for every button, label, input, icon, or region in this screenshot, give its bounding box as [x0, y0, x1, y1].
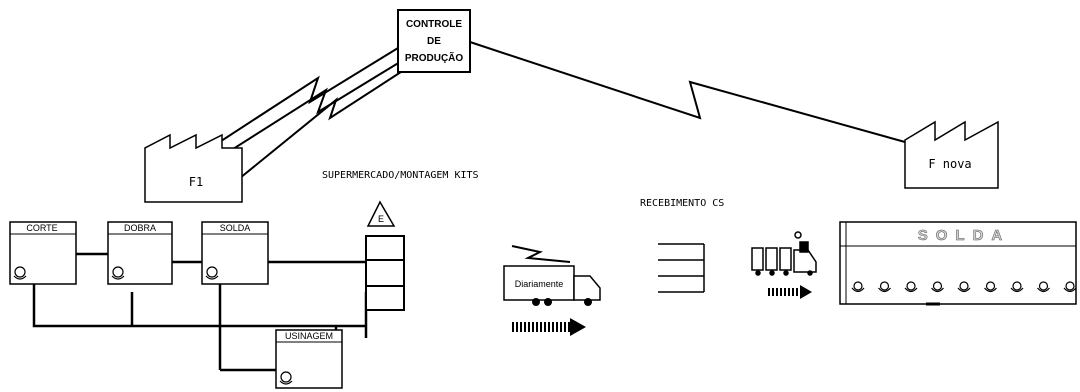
recebimento-label: RECEBIMENTO CS: [640, 198, 724, 209]
process-connections: [32, 252, 368, 372]
control-line-1: CONTROLE: [406, 19, 462, 30]
supermarket-icon: [365, 235, 405, 311]
process-corte: CORTE: [9, 221, 77, 285]
push-arrow-icon: [766, 285, 812, 299]
factory-fnova-label: F nova: [928, 157, 971, 171]
supermercado-label: SUPERMERCADO/MONTAGEM KITS: [322, 170, 479, 181]
operator-icon: [1063, 281, 1077, 293]
process-solda-label: SOLDA: [220, 223, 251, 233]
operator-icon: [931, 281, 944, 293]
operator-icon: [904, 281, 918, 293]
solda-cell: SOLDA: [839, 221, 1077, 306]
process-dobra-label: DOBRA: [124, 223, 156, 233]
cell-operators: [851, 281, 1077, 293]
process-corte-label: CORTE: [26, 223, 57, 233]
operator-icon: [205, 266, 219, 280]
control-line-3: PRODUÇÃO: [405, 51, 464, 64]
operator-icon: [13, 266, 27, 280]
operator-icon: [957, 281, 971, 293]
truck-frequency-label: Diariamente: [515, 279, 564, 289]
production-control-box: CONTROLE DE PRODUÇÃO: [397, 9, 471, 73]
operator-icon: [1037, 281, 1050, 293]
inventory-triangle-icon: E: [366, 200, 396, 227]
process-usinagem-label: USINAGEM: [285, 331, 333, 341]
operator-icon: [279, 371, 293, 385]
receiving-shelves-icon: [658, 243, 705, 293]
process-solda: SOLDA: [201, 221, 269, 285]
inventory-marker-label: E: [378, 214, 384, 224]
solda-cell-title: SOLDA: [918, 227, 1011, 244]
factory-f1-icon: [144, 133, 243, 203]
operator-icon: [1010, 281, 1024, 293]
truck-icon: Diariamente: [503, 265, 601, 306]
factory-fnova-icon: [904, 120, 999, 189]
process-usinagem: USINAGEM: [275, 329, 343, 389]
control-line-2: DE: [427, 36, 441, 47]
process-dobra: DOBRA: [107, 221, 173, 285]
info-link-control-f1: [194, 47, 405, 179]
operator-icon: [111, 266, 125, 280]
push-arrow-icon: [512, 318, 586, 336]
operator-icon: [984, 281, 997, 293]
forklift-icon: [751, 231, 817, 276]
electronic-info-arrow: [511, 245, 571, 263]
factory-f1-label: F1: [189, 175, 203, 189]
operator-icon: [878, 281, 891, 293]
info-link-control-fnova: [469, 41, 906, 143]
operator-icon: [851, 281, 865, 293]
